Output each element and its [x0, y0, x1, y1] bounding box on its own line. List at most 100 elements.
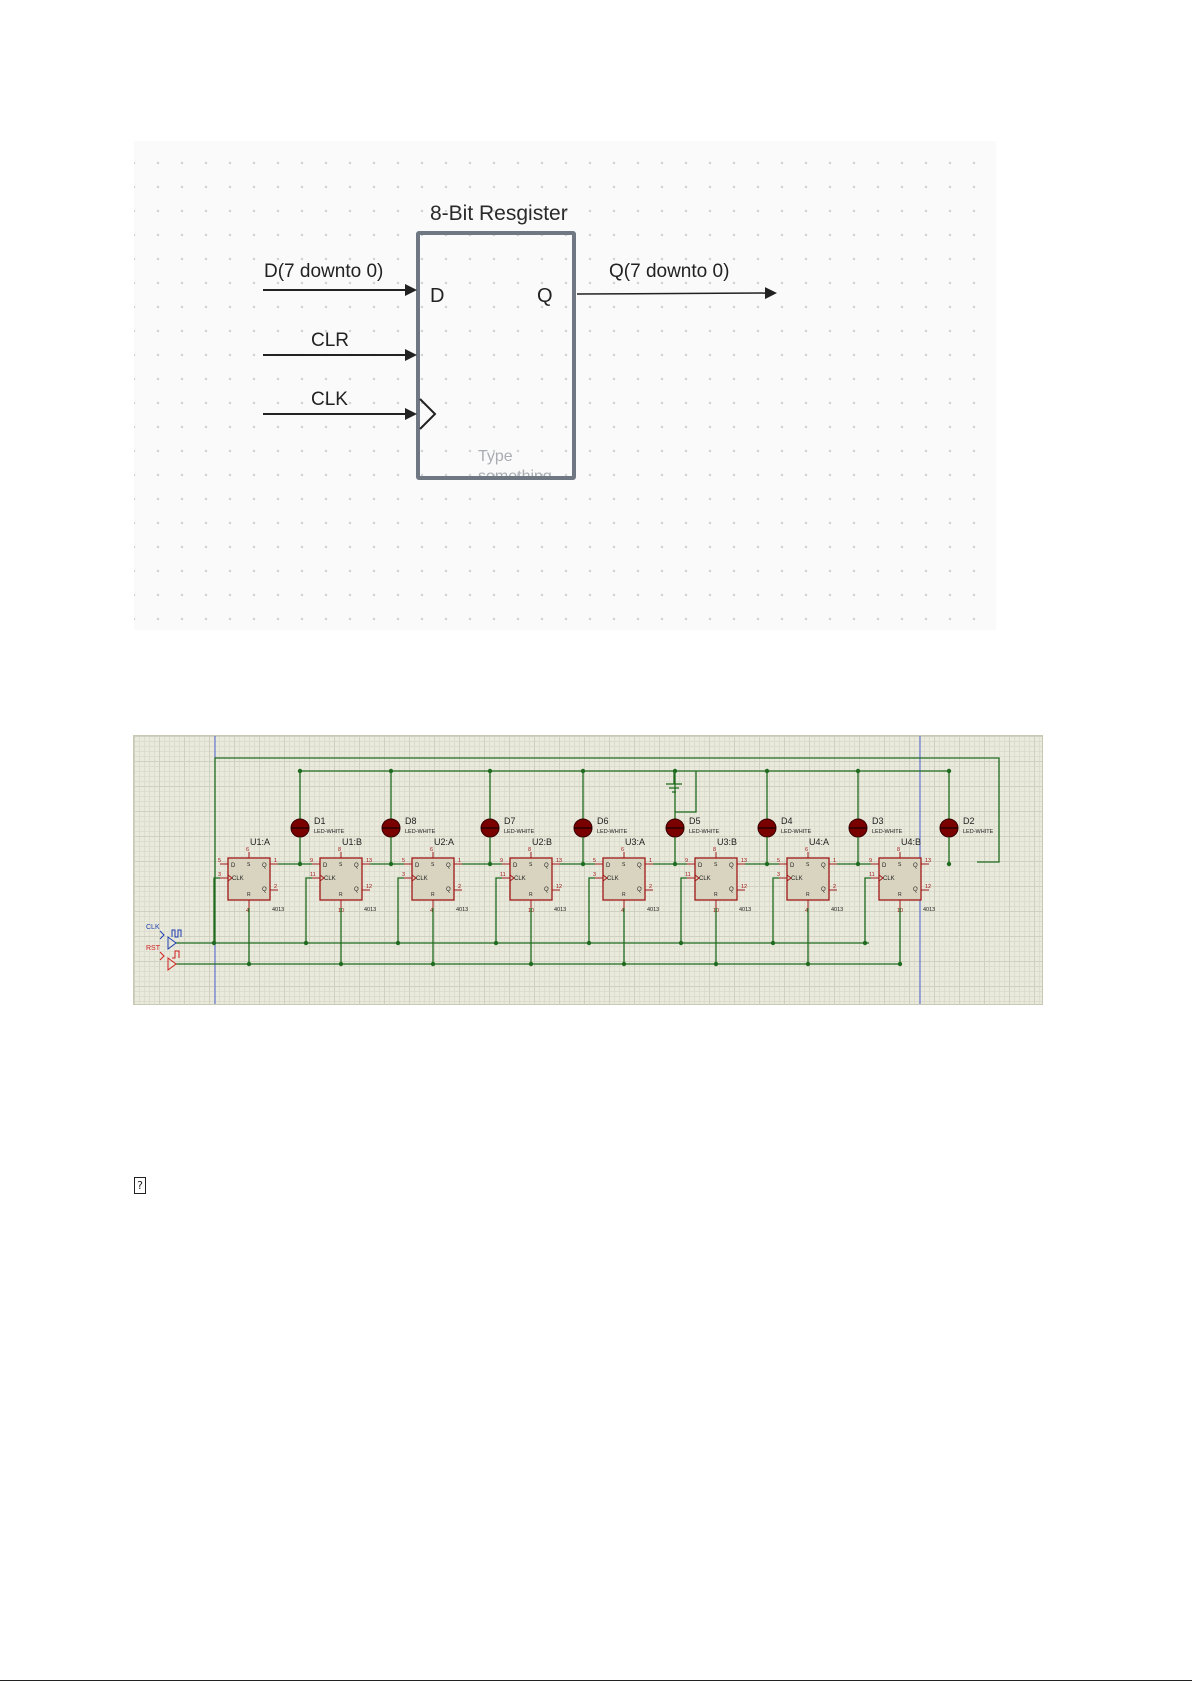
ff-q-label: Q [913, 863, 918, 869]
ff-ref: U2:A [434, 837, 454, 847]
junction-dot [297, 768, 303, 774]
generator-label: RST [146, 945, 161, 952]
d-port-label: D [430, 285, 444, 307]
ff-r-label: R [431, 892, 435, 898]
led-type: LED-WHITE [405, 829, 436, 835]
junction-dot [678, 940, 684, 946]
clk-input-label: CLK [311, 389, 348, 410]
q-output-arrow [576, 287, 777, 300]
ff-clk-wire [213, 877, 220, 943]
ff-qn-label: Q [913, 887, 918, 893]
register-box [416, 231, 576, 480]
generator-label: CLK [146, 924, 160, 931]
ff-ref: U1:B [342, 837, 362, 847]
ff-q-label: Q [637, 863, 642, 869]
ff-pin-number: 1 [833, 858, 836, 864]
waveform-icon [171, 929, 182, 938]
ff-s-label: S [247, 862, 251, 868]
ff-pin-number: 5 [218, 858, 221, 864]
junction-dot [946, 861, 952, 867]
ff-pin-number: 8 [897, 847, 900, 853]
ff-clk-label: CLK [791, 876, 803, 882]
led-ref: D6 [597, 816, 609, 826]
ff-q-label: Q [821, 863, 826, 869]
junction-dot [621, 961, 627, 967]
led-type: LED-WHITE [504, 829, 535, 835]
ff-pin-number: 4 [246, 908, 249, 914]
junction-dot [855, 768, 861, 774]
junction-dot [395, 940, 401, 946]
ff-r-label: R [898, 892, 902, 898]
junction-dot [855, 861, 861, 867]
ff-part: 4013 [456, 907, 468, 913]
ff-clk-wire [680, 877, 687, 943]
ff-pin-number: 13 [366, 858, 372, 864]
junction-dot [586, 940, 592, 946]
led-ref: D2 [963, 816, 975, 826]
ff-qn-label: Q [544, 887, 549, 893]
ff-pin-number: 12 [741, 884, 747, 890]
ff-r-label: R [339, 892, 343, 898]
ff-clk-label: CLK [324, 876, 336, 882]
junction-dot [528, 961, 534, 967]
ff-pin-number: 6 [621, 847, 624, 853]
ff-pin-number: 12 [366, 884, 372, 890]
clock-input-icon [878, 874, 884, 882]
clock-input-icon [227, 874, 233, 882]
ff-pin-number: 5 [593, 858, 596, 864]
ff-qn-label: Q [637, 887, 642, 893]
ff-part: 4013 [647, 907, 659, 913]
feedback-wire [214, 757, 1000, 943]
placeholder-line-2: something [478, 468, 552, 485]
ff-pin-number: 4 [430, 908, 433, 914]
d-input-label: D(7 downto 0) [264, 261, 383, 282]
junction-dot [770, 940, 776, 946]
ff-pin-number: 5 [777, 858, 780, 864]
led-ref: D7 [504, 816, 516, 826]
clr-input-label: CLR [311, 330, 349, 351]
led-ref: D1 [314, 816, 326, 826]
ff-pin-number: 5 [402, 858, 405, 864]
ff-s-label: S [339, 862, 343, 868]
junction-dot [211, 940, 217, 946]
ff-pin-number: 13 [741, 858, 747, 864]
ff-r-label: R [622, 892, 626, 898]
junction-dot [493, 940, 499, 946]
ff-pin-number: 8 [338, 847, 341, 853]
junction-dot [388, 861, 394, 867]
ff-part: 4013 [831, 907, 843, 913]
ff-ref: U3:B [717, 837, 737, 847]
ff-ref: U4:A [809, 837, 829, 847]
ff-part: 4013 [554, 907, 566, 913]
led-ref: D4 [781, 816, 793, 826]
ff-clk-label: CLK [607, 876, 619, 882]
ff-pin-number: 12 [556, 884, 562, 890]
ff-r-label: R [247, 892, 251, 898]
clock-input-icon [411, 874, 417, 882]
led-type: LED-WHITE [689, 829, 720, 835]
ff-pin-number: 13 [925, 858, 931, 864]
ff-clk-wire [588, 877, 595, 943]
junction-dot [946, 768, 952, 774]
ff-q-label: Q [262, 863, 267, 869]
ff-s-label: S [806, 862, 810, 868]
ff-pin-number: 6 [805, 847, 808, 853]
ff-pin-number: 2 [458, 884, 461, 890]
register-title: 8-Bit Resgister [430, 202, 568, 225]
junction-dot [580, 861, 586, 867]
ff-pin-number: 13 [556, 858, 562, 864]
block-diagram-canvas: 8-Bit Resgister D(7 downto 0) D CLR CLK … [263, 202, 777, 485]
junction-dot [764, 768, 770, 774]
ff-clk-wire [864, 877, 871, 943]
led-type: LED-WHITE [781, 829, 812, 835]
ff-d-label: D [790, 863, 795, 869]
ff-qn-label: Q [446, 887, 451, 893]
ff-qn-label: Q [354, 887, 359, 893]
ff-clk-wire [305, 877, 312, 943]
ff-part: 4013 [923, 907, 935, 913]
ff-pin-number: 11 [310, 872, 316, 878]
ff-r-label: R [529, 892, 533, 898]
junction-dot [580, 768, 586, 774]
ff-r-label: R [806, 892, 810, 898]
ff-q-label: Q [729, 863, 734, 869]
